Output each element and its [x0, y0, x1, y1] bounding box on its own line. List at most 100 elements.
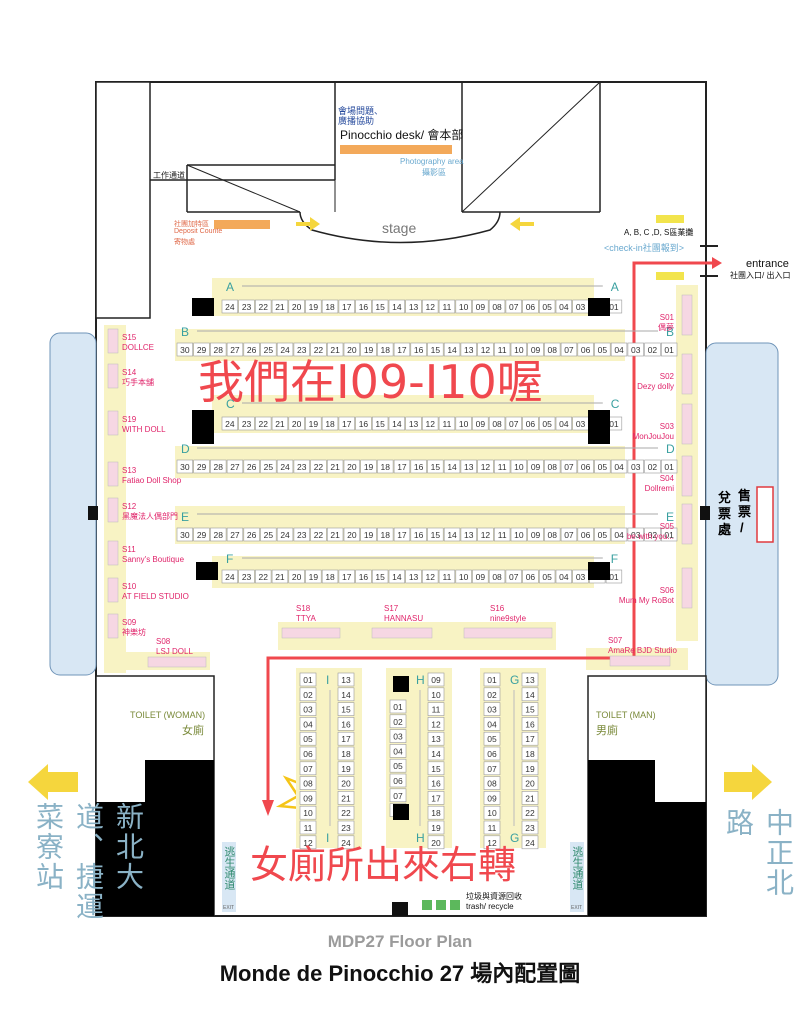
table-label-E-02: 02	[648, 530, 658, 540]
table-D-03	[627, 459, 644, 474]
table-I-10	[299, 805, 317, 820]
street-arrow-right	[724, 764, 772, 800]
table-C-05	[538, 416, 556, 431]
table-label-E-22: 22	[314, 530, 324, 540]
table-label-F-05: 05	[542, 572, 552, 582]
table-B-05	[594, 342, 611, 357]
table-F-11	[438, 569, 456, 584]
table-label-H-20: 20	[431, 838, 441, 848]
table-label-B-05: 05	[598, 345, 608, 355]
booth-name: AT FIELD STUDIO	[122, 592, 189, 601]
table-label-B-29: 29	[197, 345, 207, 355]
table-I-06	[299, 746, 317, 761]
toilet-men-en: TOILET (MAN)	[596, 710, 656, 720]
booth-id: S09	[122, 618, 137, 627]
table-D-20	[343, 459, 360, 474]
table-B-08	[544, 342, 561, 357]
table-label-G-05: 05	[487, 734, 497, 744]
table-G-19	[521, 761, 539, 776]
table-B-22	[310, 342, 327, 357]
booth-note: 我們在I09-I10喔	[198, 355, 543, 409]
table-label-E-17: 17	[397, 530, 407, 540]
table-label-D-15: 15	[431, 462, 441, 472]
booth-id: S05	[659, 522, 674, 531]
table-I-01	[299, 672, 317, 687]
table-H-01	[389, 699, 407, 714]
table-H-07	[389, 788, 407, 803]
table-B-28	[210, 342, 227, 357]
table-label-D-24: 24	[280, 462, 290, 472]
table-label-G-18: 18	[525, 749, 535, 759]
entrance-en: entrance	[746, 258, 789, 270]
table-label-B-10: 10	[514, 345, 524, 355]
table-label-A-15: 15	[375, 302, 385, 312]
table-label-B-02: 02	[648, 345, 658, 355]
table-label-E-30: 30	[180, 530, 190, 540]
table-F-13	[405, 569, 422, 584]
table-label-D-06: 06	[581, 462, 591, 472]
table-label-F-10: 10	[459, 572, 469, 582]
table-I-22	[337, 805, 355, 820]
table-B-23	[293, 342, 310, 357]
table-B-03	[627, 342, 644, 357]
table-G-18	[521, 746, 539, 761]
table-H-12	[427, 717, 445, 731]
booth-table-S09	[107, 613, 119, 639]
table-C-19	[305, 416, 322, 431]
table-label-F-16: 16	[359, 572, 369, 582]
toilet-women-zh: 女廁	[182, 725, 204, 737]
table-label-G-12: 12	[487, 838, 497, 848]
table-label-H-09: 09	[431, 675, 441, 685]
table-label-D-09: 09	[531, 462, 541, 472]
table-F-12	[422, 569, 439, 584]
table-label-D-16: 16	[414, 462, 424, 472]
table-D-16	[410, 459, 427, 474]
table-A-16	[355, 299, 372, 314]
table-label-B-01: 01	[664, 345, 674, 355]
table-E-19	[360, 527, 377, 542]
table-B-14	[443, 342, 461, 357]
table-label-B-15: 15	[431, 345, 441, 355]
ticket-char-5: 票	[718, 506, 732, 521]
table-C-22	[255, 416, 272, 431]
table-label-D-01: 01	[664, 462, 674, 472]
table-A-23	[238, 299, 255, 314]
table-E-08	[544, 527, 561, 542]
table-A-14	[388, 299, 405, 314]
photo-en: Photography area	[400, 157, 464, 166]
table-label-B-19: 19	[364, 345, 374, 355]
table-label-G-21: 21	[525, 793, 535, 803]
table-label-E-01: 01	[664, 530, 674, 540]
row-letter-right-B: B	[666, 325, 674, 339]
table-B-15	[427, 342, 444, 357]
table-I-20	[337, 776, 355, 790]
table-F-05	[538, 569, 556, 584]
table-E-05	[594, 527, 611, 542]
table-G-09	[483, 791, 501, 805]
deposit-en: Deposit Counte	[174, 228, 223, 235]
booth-id: S10	[122, 582, 137, 591]
table-label-E-16: 16	[414, 530, 424, 540]
table-F-22	[255, 569, 272, 584]
table-H-04	[389, 744, 407, 758]
table-C-18	[321, 416, 339, 431]
table-label-D-17: 17	[397, 462, 407, 472]
booth-table-S19	[107, 410, 119, 436]
table-C-09	[472, 416, 489, 431]
toilet-women-en: TOILET (WOMAN)	[130, 710, 206, 720]
row-letter-left-D: D	[181, 442, 190, 456]
table-E-01	[660, 527, 678, 542]
ticket-char-2: 票	[738, 504, 752, 519]
table-B-10	[510, 342, 527, 357]
booth-table-S11	[107, 540, 119, 566]
table-label-A-14: 14	[392, 302, 402, 312]
table-label-B-23: 23	[297, 345, 307, 355]
table-B-17	[393, 342, 411, 357]
row-letter-right-E: E	[666, 510, 674, 524]
table-B-02	[644, 342, 661, 357]
